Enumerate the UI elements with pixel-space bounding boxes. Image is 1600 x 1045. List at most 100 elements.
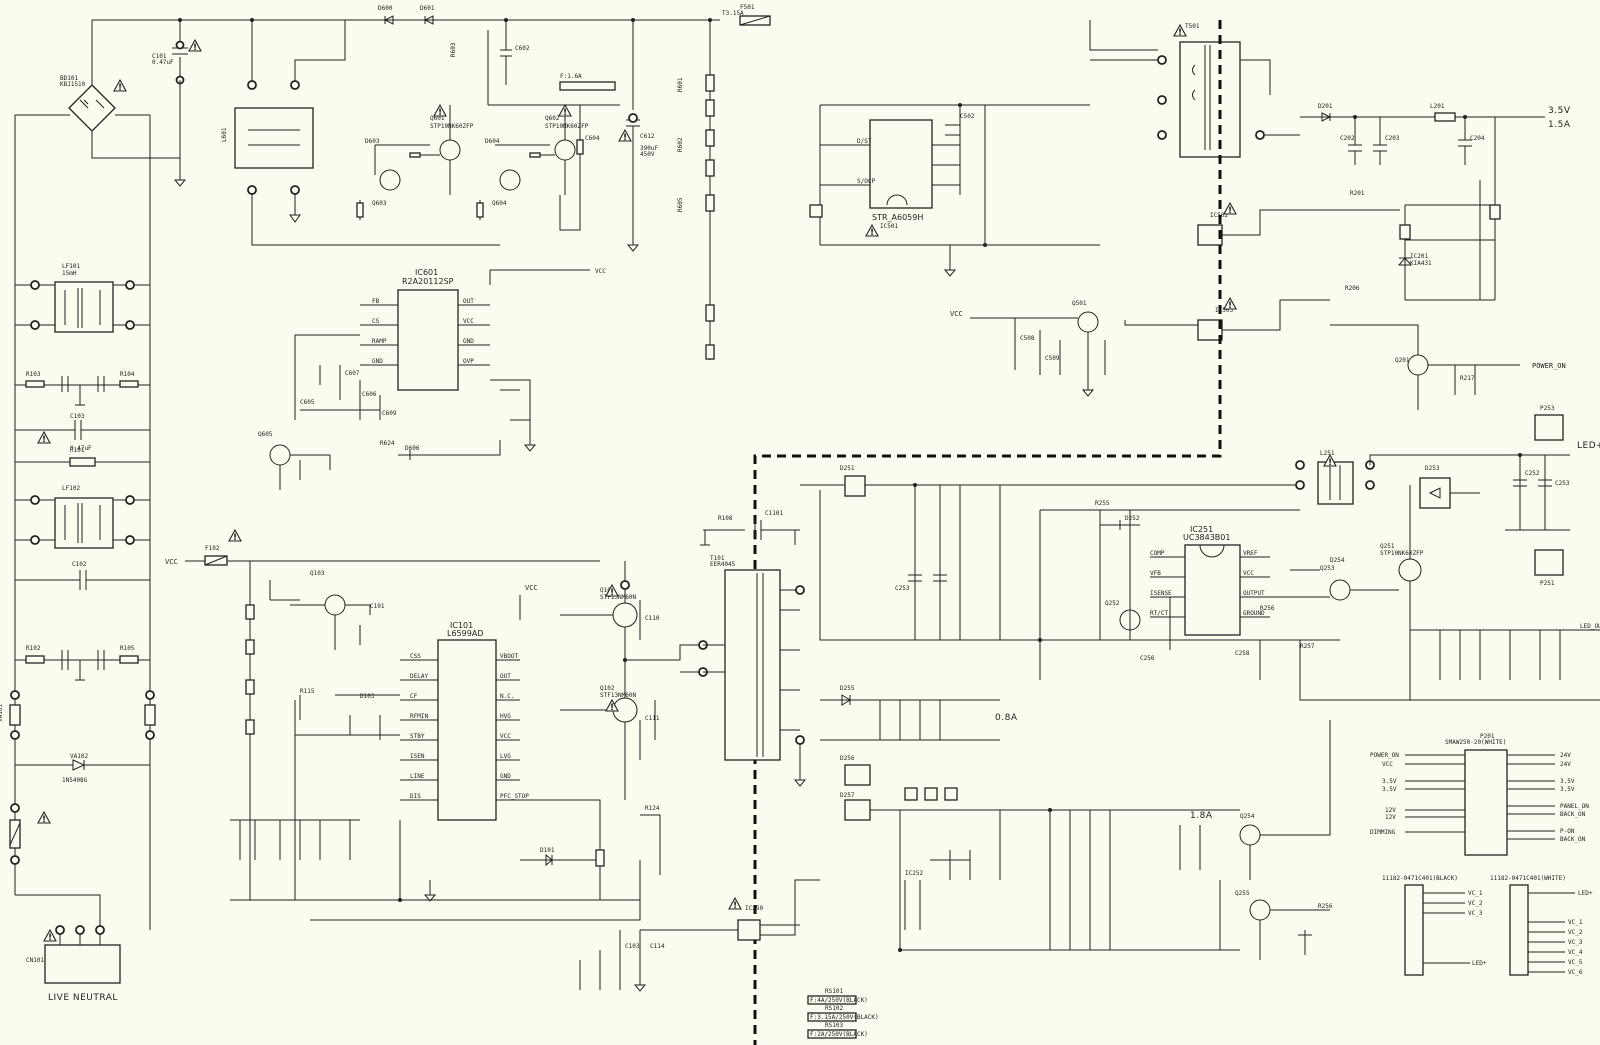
svg-text:GND: GND bbox=[463, 338, 474, 345]
warning-icon: ! bbox=[618, 128, 632, 143]
p201-right-5: PANEL_ON bbox=[1560, 803, 1589, 810]
svg-text:P253: P253 bbox=[1540, 405, 1555, 412]
p252-title: 11182-0471C401(WHITE) bbox=[1490, 875, 1566, 882]
svg-text:N.C.: N.C. bbox=[500, 693, 514, 700]
p252-pin-7: VC_6 bbox=[1568, 969, 1583, 976]
svg-text:RS101: RS101 bbox=[825, 988, 843, 995]
svg-text:RT/CT: RT/CT bbox=[1150, 610, 1168, 617]
svg-text:Q101: Q101 bbox=[600, 587, 615, 594]
warning-icon: ! bbox=[605, 583, 619, 598]
svg-text:!: ! bbox=[48, 933, 52, 943]
svg-text:Q252: Q252 bbox=[1105, 600, 1120, 607]
emi-filter-section: BD101 KBJ1510 C101 0.47uF LF101 15mH R10… bbox=[0, 19, 720, 1003]
svg-text:!: ! bbox=[870, 228, 874, 238]
svg-text:R102: R102 bbox=[26, 645, 41, 652]
warning-icon: ! bbox=[188, 38, 202, 53]
svg-text:P201: P201 bbox=[1480, 733, 1495, 740]
svg-text:STBY: STBY bbox=[410, 733, 425, 740]
svg-text:0.47uF: 0.47uF bbox=[152, 59, 174, 66]
svg-text:F501: F501 bbox=[740, 4, 755, 11]
svg-text:R605: R605 bbox=[677, 197, 684, 212]
q602-part: STP10NK60ZFP bbox=[545, 123, 589, 130]
svg-text:C111: C111 bbox=[645, 715, 660, 722]
p252-pin-6: VC_5 bbox=[1568, 959, 1583, 966]
warning-icon: ! bbox=[1223, 201, 1237, 216]
svg-text:D256: D256 bbox=[840, 755, 855, 762]
svg-text:D603: D603 bbox=[365, 138, 380, 145]
svg-text:Q254: Q254 bbox=[1240, 813, 1255, 820]
svg-text:!: ! bbox=[438, 108, 442, 118]
svg-text:Q201: Q201 bbox=[1395, 357, 1410, 364]
svg-text:C607: C607 bbox=[345, 370, 360, 377]
svg-text:1N5408G: 1N5408G bbox=[62, 777, 88, 784]
p201-right-1: 24V bbox=[1560, 752, 1571, 759]
svg-text:D604: D604 bbox=[485, 138, 500, 145]
svg-text:VREF: VREF bbox=[1243, 550, 1258, 557]
legend-item-2: F:3.15A/250V(BLACK) bbox=[810, 1014, 879, 1021]
svg-text:!: ! bbox=[563, 108, 567, 118]
svg-text:ISENSE: ISENSE bbox=[1150, 590, 1172, 597]
svg-text:C605: C605 bbox=[300, 399, 315, 406]
fuse-legend: RS101 F:4A/250V(BLACK) RS102 F:3.15A/250… bbox=[807, 988, 879, 1039]
svg-text:C114: C114 bbox=[650, 943, 665, 950]
svg-text:C258: C258 bbox=[1235, 650, 1250, 657]
svg-text:F:1.6A: F:1.6A bbox=[560, 73, 582, 80]
p201-left-7: DIMMING bbox=[1370, 829, 1396, 836]
svg-text:D/ST: D/ST bbox=[857, 138, 872, 145]
svg-text:Q604: Q604 bbox=[492, 200, 507, 207]
connector-p201: P201 SMAW250-20(WHITE) POWER_ON VCC 3.5V… bbox=[1370, 733, 1589, 856]
warning-icon: ! bbox=[37, 430, 51, 445]
svg-text:D606: D606 bbox=[405, 445, 420, 452]
svg-text:C103: C103 bbox=[625, 943, 640, 950]
svg-text:OUT: OUT bbox=[463, 298, 474, 305]
label-power-on: POWER_ON bbox=[1532, 362, 1566, 370]
warning-icon: ! bbox=[1173, 23, 1187, 38]
svg-text:IC201: IC201 bbox=[1410, 253, 1428, 260]
svg-text:IC503: IC503 bbox=[1215, 307, 1233, 314]
svg-text:KBJ1510: KBJ1510 bbox=[60, 81, 86, 88]
svg-text:GND: GND bbox=[372, 358, 383, 365]
warning-icon: ! bbox=[728, 896, 742, 911]
ic601-ref: IC601 bbox=[415, 268, 438, 277]
svg-text:R601: R601 bbox=[677, 77, 684, 92]
p201-left-5: 12V bbox=[1385, 807, 1396, 814]
svg-text:R602: R602 bbox=[677, 137, 684, 152]
svg-text:R257: R257 bbox=[1300, 643, 1315, 650]
connector-p251: 11182-0471C401(BLACK) VC_1 VC_2 VC_3 LED… bbox=[1382, 875, 1487, 976]
warning-icon: ! bbox=[558, 103, 572, 118]
svg-text:C202: C202 bbox=[1340, 135, 1355, 142]
warning-icon: ! bbox=[1323, 453, 1337, 468]
svg-text:VA102: VA102 bbox=[70, 753, 88, 760]
ic101-ref: IC101 bbox=[450, 621, 473, 630]
q102-part: STF13NM60N bbox=[600, 692, 637, 699]
label-1a8: 1.8A bbox=[1190, 811, 1213, 821]
svg-text:C606: C606 bbox=[362, 391, 377, 398]
svg-text:D252: D252 bbox=[1125, 515, 1140, 522]
svg-text:C103: C103 bbox=[70, 413, 85, 420]
svg-text:C253: C253 bbox=[895, 585, 910, 592]
svg-text:Q601: Q601 bbox=[430, 115, 445, 122]
svg-text:CS: CS bbox=[372, 318, 380, 325]
q601-part: STP10NK60ZFP bbox=[430, 123, 474, 130]
svg-text:!: ! bbox=[193, 43, 197, 53]
svg-text:!: ! bbox=[1228, 301, 1232, 311]
label-led-plus: LED+ bbox=[1577, 441, 1600, 451]
svg-text:!: ! bbox=[1328, 458, 1332, 468]
svg-text:!: ! bbox=[42, 435, 46, 445]
warning-icon: ! bbox=[1223, 296, 1237, 311]
svg-text:L201: L201 bbox=[1430, 103, 1445, 110]
svg-text:R115: R115 bbox=[300, 688, 315, 695]
p201-right-2: 24V bbox=[1560, 761, 1571, 768]
svg-text:VCC: VCC bbox=[500, 733, 511, 740]
label-3v5: 3.5V bbox=[1548, 106, 1571, 116]
svg-text:R256: R256 bbox=[1318, 903, 1333, 910]
svg-text:C253: C253 bbox=[1555, 480, 1570, 487]
p252-pin-1: LED+ bbox=[1578, 890, 1593, 897]
p201-right-8: BACK_ON bbox=[1560, 836, 1586, 843]
p251-pin-2: VC_2 bbox=[1468, 900, 1483, 907]
svg-text:D255: D255 bbox=[840, 685, 855, 692]
svg-text:Q251: Q251 bbox=[1380, 543, 1395, 550]
